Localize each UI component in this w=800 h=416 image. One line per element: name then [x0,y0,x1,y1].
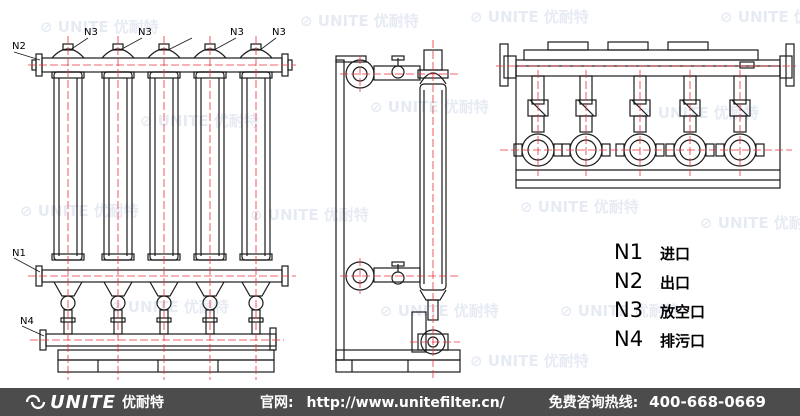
watermark: ⊘ UNITE 优耐特 [380,302,499,320]
engineering-drawing: N2 N3 N3 N3 N3 N1 N4 [12,27,796,380]
unite-logo-icon [25,394,46,410]
watermark: ⊘ UNITE 优耐特 [40,18,159,36]
housing-body [149,71,179,261]
callout-n1: N1 [12,248,26,259]
watermark: ⊘ UNITE 优耐特 [560,302,679,320]
drain-flange-right [269,327,277,351]
callout-n3-c: N3 [230,27,244,38]
callout-n3-a: N3 [84,27,98,38]
housing-body [103,71,133,261]
legend: N1 进口 N2 出口 N3 放空口 N4 排污口 [614,240,794,356]
front-center-lines [28,36,296,380]
legend-row: N2 出口 [614,269,794,298]
website-link[interactable]: http://www.unitefilter.cn/ [306,395,505,411]
footer-website: 官网: http://www.unitefilter.cn/ [260,392,505,412]
hotline-number: 400-668-0669 [649,393,766,411]
footer-hotline: 免费咨询热线: 400-668-0669 [549,392,766,412]
legend-code: N2 [614,269,644,293]
footer-bar: UNITE 优耐特 官网: http://www.unitefilter.cn/… [0,388,800,416]
front-view [31,43,293,373]
legend-row: N1 进口 [614,240,794,269]
footer-brand: UNITE 优耐特 [24,392,224,413]
side-frame-top [335,55,367,63]
website-label: 官网: [260,395,294,411]
watermark: ⊘ UNITE 优耐特 [720,8,800,26]
watermark: ⊘ UNITE 优耐特 [300,12,419,30]
legend-code: N3 [614,298,644,322]
footer-brand-cn: 优耐特 [121,395,164,411]
legend-code: N1 [614,240,644,264]
legend-text: 出口 [660,274,691,292]
housing-body [53,71,83,261]
top-view [499,41,795,189]
watermark: ⊘ UNITE 优耐特 [520,198,639,216]
side-center-lines [340,40,460,378]
front-base-frame [57,349,275,361]
side-base [335,349,461,361]
side-view [335,49,461,373]
callout-n4: N4 [20,316,34,327]
top-center-lines [496,65,796,176]
callout-n3-d: N3 [272,27,286,38]
watermark: ⊘ UNITE 优耐特 [370,98,489,116]
watermark: ⊘ UNITE 优耐特 [140,112,259,130]
top-view-frame [515,59,781,189]
watermark: ⊘ UNITE 优耐特 [470,352,589,370]
front-callouts [13,37,277,337]
watermark: ⊘ UNITE 优耐特 [700,214,800,232]
housing-body [195,71,225,261]
callout-n2: N2 [12,41,26,52]
front-base-bottom [57,359,275,373]
side-frame-left [335,59,345,361]
legend-row: N3 放空口 [614,298,794,327]
legend-text: 进口 [660,245,691,263]
hotline-label: 免费咨询热线: [548,395,639,411]
legend-text: 排污口 [660,332,706,350]
legend-code: N4 [614,327,644,351]
housing-body [241,71,271,261]
callout-n3-b: N3 [138,27,152,38]
side-base-bottom [335,359,461,373]
watermark: ⊘ UNITE 优耐特 [470,8,589,26]
front-callout-labels: N2 N3 N3 N3 N3 N1 N4 [12,27,286,327]
footer-brand-name: UNITE [50,391,116,413]
legend-text: 放空口 [660,303,706,321]
watermark: ⊘ UNITE 优耐特 [250,206,369,224]
legend-row: N4 排污口 [614,327,794,356]
